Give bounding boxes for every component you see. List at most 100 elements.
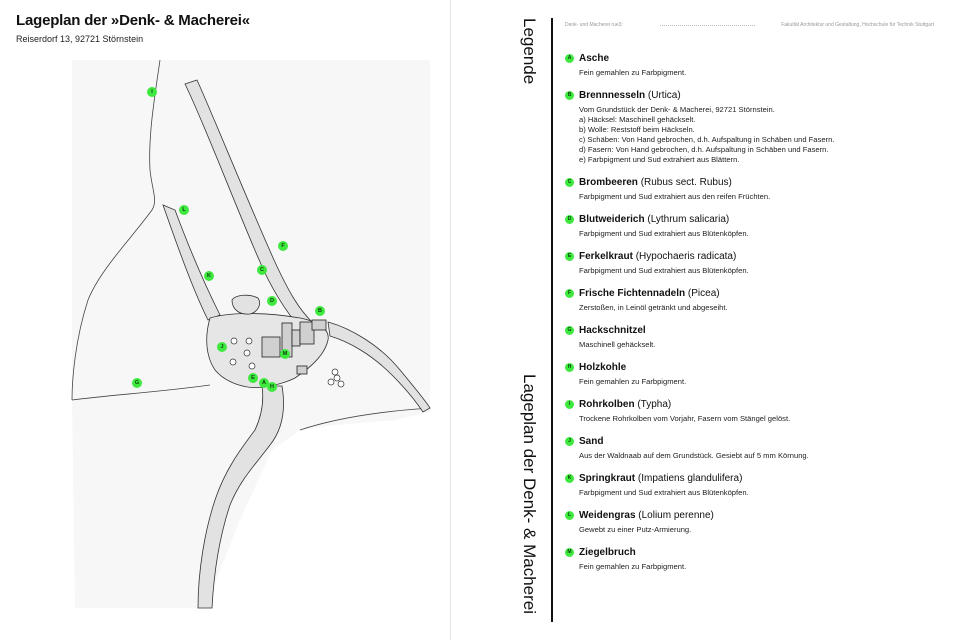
legend-item-title: Sand (579, 435, 945, 448)
legend-description-line: Farbpigment und Sud extrahiert aus Blüte… (579, 229, 749, 238)
map-marker-f[interactable]: F (278, 241, 288, 251)
legend-description-line: c) Schäben: Von Hand gebrochen, d.h. Auf… (579, 135, 835, 144)
legend-item-scientific-name: (Hypochaeris radicata) (635, 251, 737, 262)
legend-item-title: Brombeeren (Rubus sect. Rubus) (579, 176, 945, 189)
legend-item-description: Trockene Rohrkolben vom Vorjahr, Fasern … (579, 414, 945, 424)
legend-vertical-rule (551, 18, 553, 622)
tree (230, 337, 238, 345)
legend-item-description: Farbpigment und Sud extrahiert aus Blüte… (579, 488, 945, 498)
tree (331, 368, 339, 376)
legend-description-line: Farbpigment und Sud extrahiert aus Blüte… (579, 266, 749, 275)
legend-item-scientific-name: (Typha) (637, 399, 672, 410)
legend-marker: L (565, 511, 574, 520)
legend-item-title: Springkraut (Impatiens glandulifera) (579, 472, 945, 485)
legend-item-description: Farbpigment und Sud extrahiert aus Blüte… (579, 229, 945, 239)
field-boundary (71, 59, 161, 401)
legend-item-description: Gewebt zu einer Putz-Armierung. (579, 525, 945, 535)
legend-item-d: D Blutweiderich (Lythrum salicaria) Farbpi… (565, 213, 945, 239)
building (296, 365, 308, 375)
legend-item-scientific-name: (Lythrum salicaria) (647, 214, 730, 225)
legend-item-name: Rohrkolben (579, 399, 635, 410)
legend-marker: E (565, 252, 574, 261)
building (261, 336, 281, 358)
building (299, 321, 315, 345)
map-marker-j[interactable]: J (217, 342, 227, 352)
map-marker-e[interactable]: E (248, 373, 258, 383)
road (327, 321, 431, 413)
legend-item-description: Farbpigment und Sud extrahiert aus den r… (579, 192, 945, 202)
legend-item-scientific-name: (Picea) (687, 288, 720, 299)
map-marker-c[interactable]: C (257, 265, 267, 275)
legend-marker: A (565, 54, 574, 63)
legend-item-title: Hackschnitzel (579, 324, 945, 337)
legend-item-description: Fein gemahlen zu Farbpigment. (579, 562, 945, 572)
legend-item-title: Weidengras (Lolium perenne) (579, 509, 945, 522)
legend-item-name: Sand (579, 436, 604, 447)
map-marker-g[interactable]: G (132, 378, 142, 388)
legend-item-description: Farbpigment und Sud extrahiert aus Blüte… (579, 266, 945, 276)
legend-item-name: Hackschnitzel (579, 325, 646, 336)
left-page: Lageplan der »Denk- & Macherei« Reiserdo… (0, 0, 450, 640)
legend-item-name: Holzkohle (579, 362, 627, 373)
map-marker-b[interactable]: B (315, 306, 325, 316)
tree (248, 362, 256, 370)
legend-item-i: I Rohrkolben (Typha) Trockene Rohrkolben v… (565, 398, 945, 424)
header-left-text: Denk- und Macherei rue3: (565, 22, 623, 28)
legend-item-name: Ferkelkraut (579, 251, 633, 262)
legend-description-line: Fein gemahlen zu Farbpigment. (579, 377, 687, 386)
legend-item-title: Ferkelkraut (Hypochaeris radicata) (579, 250, 945, 263)
legend-item-name: Blutweiderich (579, 214, 645, 225)
legend-marker: D (565, 215, 574, 224)
legend-description-line: b) Wolle: Reststoff beim Häckseln. (579, 125, 695, 134)
legend-item-description: Zerstoßen, in Leinöl getränkt und abgese… (579, 303, 945, 313)
map-marker-k[interactable]: K (204, 271, 214, 281)
legend-item-description: Fein gemahlen zu Farbpigment. (579, 377, 945, 387)
map-marker-l[interactable]: L (179, 205, 189, 215)
legend-item-title: Asche (579, 52, 945, 65)
legend-item-description: Fein gemahlen zu Farbpigment. (579, 68, 945, 78)
map-marker-a[interactable]: A (259, 378, 269, 388)
site-plan-drawing (71, 59, 431, 609)
legend-description-line: a) Häcksel: Maschinell gehäckselt. (579, 115, 696, 124)
map-marker-i[interactable]: I (147, 87, 157, 97)
tree (333, 374, 341, 382)
legend-marker: K (565, 474, 574, 483)
legend-item-name: Brennnesseln (579, 90, 646, 101)
legend-description-line: Vom Grundstück der Denk- & Macherei, 927… (579, 105, 775, 114)
legend-item-description: Aus der Waldnaab auf dem Grundstück. Ges… (579, 451, 945, 461)
legend-item-scientific-name: (Urtica) (647, 90, 681, 101)
parking-bay (231, 294, 260, 315)
legend-description-line: e) Farbpigment und Sud extrahiert aus Bl… (579, 155, 740, 164)
site-plan-map[interactable]: I L F K C D B J M G E A H (0, 0, 450, 640)
legend-item-name: Ziegelbruch (579, 547, 636, 558)
legend-item-scientific-name: (Rubus sect. Rubus) (640, 177, 732, 188)
legend-item-name: Frische Fichtennadeln (579, 288, 686, 299)
legend-item-title: Ziegelbruch (579, 546, 945, 559)
legend-item-title: Rohrkolben (Typha) (579, 398, 945, 411)
building (291, 329, 301, 347)
page-spine (450, 0, 451, 640)
map-marker-d[interactable]: D (267, 296, 277, 306)
legend-vertical-title: Legende (520, 18, 539, 85)
legend-item-title: Holzkohle (579, 361, 945, 374)
legend-item-name: Brombeeren (579, 177, 638, 188)
legend-description-line: Farbpigment und Sud extrahiert aus Blüte… (579, 488, 749, 497)
legend-item-e: E Ferkelkraut (Hypochaeris radicata) Farbp… (565, 250, 945, 276)
tree (229, 358, 237, 366)
tree (243, 349, 251, 357)
map-marker-h[interactable]: H (267, 382, 277, 392)
legend-item-c: C Brombeeren (Rubus sect. Rubus) Farbpigme… (565, 176, 945, 202)
legend-description-line: Aus der Waldnaab auf dem Grundstück. Ges… (579, 451, 809, 460)
legend-marker: C (565, 178, 574, 187)
legend-description-line: Farbpigment und Sud extrahiert aus den r… (579, 192, 771, 201)
legend-marker: G (565, 326, 574, 335)
map-marker-m[interactable]: M (280, 349, 290, 359)
map-address: Reiserdorf 13, 92721 Störnstein (16, 34, 144, 44)
header-right-text: Fakultät Architektur und Gestaltung, Hoc… (781, 22, 934, 28)
legend-marker: I (565, 400, 574, 409)
legend-item-description: Maschinell gehäckselt. (579, 340, 945, 350)
